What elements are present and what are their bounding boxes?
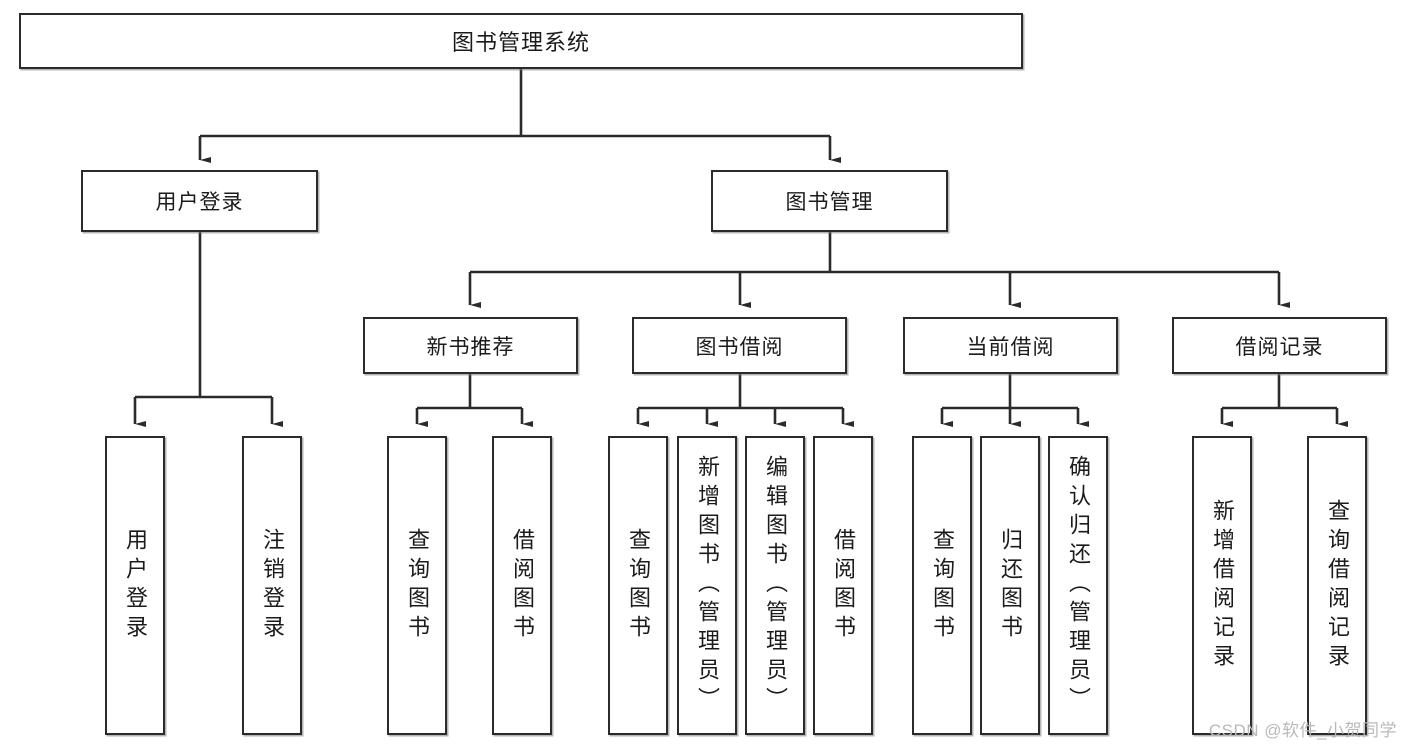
node-leaf-add-book[interactable]: 新增图书（管理员） (677, 436, 737, 735)
node-current-borrow[interactable]: 当前借阅 (903, 317, 1118, 374)
node-leaf-borrow-book-1[interactable]: 借阅图书 (492, 436, 552, 735)
node-leaf-query-book-2-label: 查询图书 (626, 527, 651, 644)
node-leaf-query-book-3[interactable]: 查询图书 (912, 436, 972, 735)
node-book-borrow-label: 图书借阅 (695, 335, 784, 359)
node-new-book-rec[interactable]: 新书推荐 (363, 317, 578, 374)
node-leaf-query-book-3-label: 查询图书 (930, 527, 955, 644)
node-book-manage-label: 图书管理 (785, 191, 874, 214)
node-leaf-confirm-return-label: 确认归还（管理员） (1066, 455, 1091, 716)
node-leaf-user-login[interactable]: 用户登录 (105, 436, 165, 735)
node-leaf-query-record[interactable]: 查询借阅记录 (1307, 436, 1367, 735)
node-new-book-rec-label: 新书推荐 (426, 335, 515, 359)
node-leaf-edit-book-label: 编辑图书（管理员） (763, 455, 788, 716)
node-leaf-query-record-label: 查询借阅记录 (1325, 498, 1350, 673)
watermark: CSDN @软件_小贺同学 (1208, 721, 1397, 740)
node-leaf-borrow-book-1-label: 借阅图书 (510, 527, 535, 644)
node-leaf-query-book-1-label: 查询图书 (405, 527, 430, 644)
node-book-manage[interactable]: 图书管理 (711, 170, 948, 232)
node-root-label: 图书管理系统 (451, 30, 590, 55)
node-leaf-borrow-book-2[interactable]: 借阅图书 (813, 436, 873, 735)
node-leaf-return-book-label: 归还图书 (998, 527, 1023, 644)
node-root[interactable]: 图书管理系统 (19, 13, 1023, 69)
node-leaf-return-book[interactable]: 归还图书 (980, 436, 1040, 735)
node-borrow-record-label: 借阅记录 (1235, 335, 1324, 359)
node-leaf-add-record[interactable]: 新增借阅记录 (1192, 436, 1252, 735)
node-leaf-add-record-label: 新增借阅记录 (1210, 498, 1235, 673)
node-leaf-confirm-return[interactable]: 确认归还（管理员） (1048, 436, 1108, 735)
node-borrow-record[interactable]: 借阅记录 (1172, 317, 1387, 374)
node-leaf-user-logout-label: 注销登录 (260, 527, 285, 644)
node-leaf-add-book-label: 新增图书（管理员） (695, 455, 720, 716)
node-leaf-borrow-book-2-label: 借阅图书 (831, 527, 856, 644)
node-current-borrow-label: 当前借阅 (966, 335, 1055, 359)
node-leaf-user-login-label: 用户登录 (123, 527, 148, 644)
node-leaf-query-book-2[interactable]: 查询图书 (608, 436, 668, 735)
node-user-login[interactable]: 用户登录 (81, 170, 318, 232)
node-leaf-edit-book[interactable]: 编辑图书（管理员） (745, 436, 805, 735)
node-leaf-query-book-1[interactable]: 查询图书 (387, 436, 447, 735)
node-leaf-user-logout[interactable]: 注销登录 (242, 436, 302, 735)
node-user-login-label: 用户登录 (155, 191, 244, 214)
node-book-borrow[interactable]: 图书借阅 (632, 317, 847, 374)
